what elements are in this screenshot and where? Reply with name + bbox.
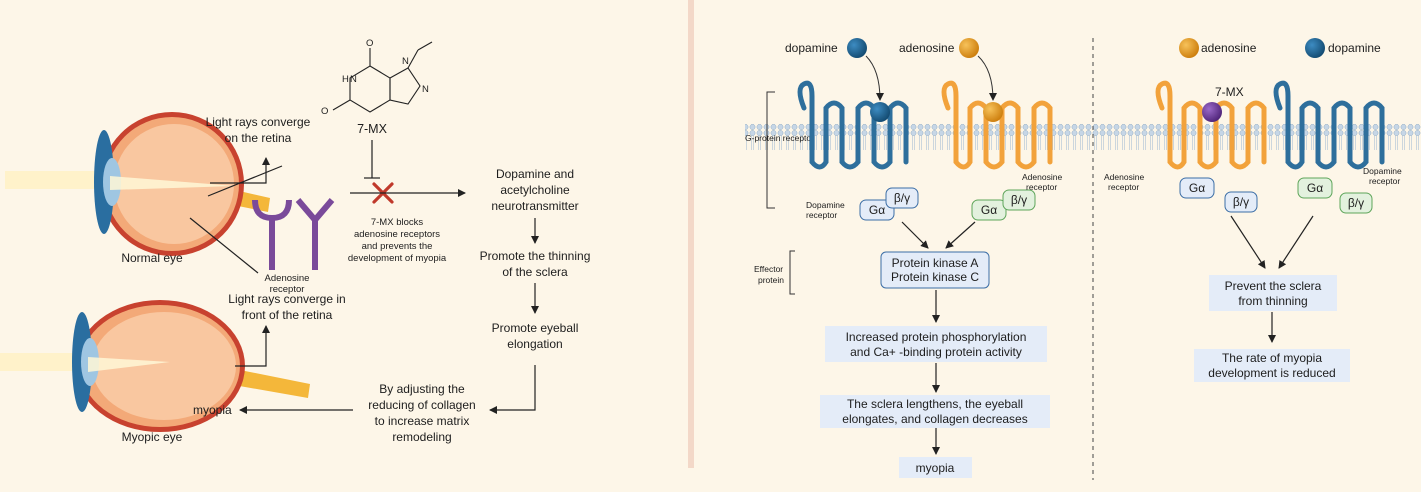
light-converge-retina-line2: on the retina xyxy=(225,131,292,145)
adenosine-receptor-middle xyxy=(941,80,1053,170)
flow-step4-line2: reducing of collagen xyxy=(368,398,475,412)
dopamine-ligand-icon-right xyxy=(1305,38,1325,58)
adenosine-ligand-icon xyxy=(959,38,979,58)
g-protein-adenosine-right xyxy=(1179,177,1258,213)
compound-label-right: 7-MX xyxy=(1215,85,1244,99)
sclera-box xyxy=(820,395,1050,428)
receptor-glyph-2 xyxy=(295,198,335,270)
myopia-label-left: myopia xyxy=(193,403,232,417)
kinase-line2: Protein kinase C xyxy=(891,270,979,284)
adenosine-receptor-mid-line1: Adenosine xyxy=(1022,172,1062,182)
7mx-molecule-atoms: O H N O N N xyxy=(321,38,429,117)
myopic-eye-label: Myopic eye xyxy=(122,430,183,444)
light-converge-retina-line1: Light rays converge xyxy=(206,115,311,129)
myopic-eye-illustration xyxy=(0,300,310,432)
adenosine-receptor-right xyxy=(1155,80,1267,170)
blocks-note-line3: and prevents the xyxy=(362,241,433,252)
g-alpha-adenosine: Gα xyxy=(981,203,997,217)
flow-step1-line3: neurotransmitter xyxy=(491,199,578,213)
dopamine-bound-icon xyxy=(870,102,890,122)
adenosine-bound-icon xyxy=(983,102,1003,122)
flow-step1-line2: acetylcholine xyxy=(500,183,570,197)
phosphorylation-line2: and Ca+ -binding protein activity xyxy=(850,345,1022,359)
adenosine-label: adenosine xyxy=(899,41,955,55)
sclera-line2: elongates, and collagen decreases xyxy=(842,412,1027,426)
sclera-line1: The sclera lengthens, the eyeball xyxy=(847,397,1023,411)
prevent-box xyxy=(1209,275,1337,311)
g-alpha-right-2: Gα xyxy=(1307,181,1323,195)
adenosine-ligand-icon-right xyxy=(1179,38,1199,58)
flow-step4-line4: remodeling xyxy=(392,430,451,444)
adenosine-receptor-line2: receptor xyxy=(270,284,305,295)
g-protein-adenosine xyxy=(971,189,1036,221)
flow-step4-line3: to increase matrix xyxy=(375,414,470,428)
panel-divider xyxy=(688,0,694,468)
prevent-line2: from thinning xyxy=(1238,294,1307,308)
dopamine-receptor-right-line2: receptor xyxy=(1369,176,1400,186)
kinase-line1: Protein kinase A xyxy=(892,256,979,270)
flow-step4-line1: By adjusting the xyxy=(379,382,465,396)
dopamine-label: dopamine xyxy=(785,41,838,55)
flow-step3-line1: Promote eyeball xyxy=(492,321,579,335)
svg-text:H: H xyxy=(342,74,349,85)
light-converge-front-line1: Light rays converge in xyxy=(228,292,345,306)
blocks-note-line4: development of myopia xyxy=(348,253,447,264)
rate-line1: The rate of myopia xyxy=(1222,351,1322,365)
g-protein-receptor-label: G-protein receptor xyxy=(745,133,814,143)
dopamine-receptor-line1: Dopamine xyxy=(806,200,845,210)
myopia-box xyxy=(899,457,972,478)
g-protein-dopamine xyxy=(859,187,919,221)
adenosine-label-right: adenosine xyxy=(1201,41,1257,55)
light-converge-front-line2: front of the retina xyxy=(242,308,333,322)
svg-text:N: N xyxy=(402,56,409,67)
phosphorylation-box xyxy=(825,326,1047,362)
effector-protein-line1: Effector xyxy=(754,264,783,274)
normal-eye-illustration xyxy=(5,112,270,256)
compound-label-left: 7-MX xyxy=(357,122,388,136)
adenosine-receptor-mid-line2: receptor xyxy=(1026,182,1057,192)
kinase-box xyxy=(880,251,990,289)
flow-step2-line1: Promote the thinning xyxy=(480,249,591,263)
adenosine-receptor-right-line1: Adenosine xyxy=(1104,172,1144,182)
rate-box xyxy=(1194,349,1350,382)
dopamine-receptor-middle xyxy=(797,80,909,170)
adenosine-receptor-glyph xyxy=(252,199,292,270)
effector-protein-line2: protein xyxy=(758,275,784,285)
svg-text:O: O xyxy=(366,38,373,49)
flow-step2-line2: of the sclera xyxy=(502,265,568,279)
flow-step1-line1: Dopamine and xyxy=(496,167,574,181)
dopamine-receptor-line2: receptor xyxy=(806,210,837,220)
adenosine-receptor-right-line2: receptor xyxy=(1108,182,1139,192)
adenosine-receptor-line1: Adenosine xyxy=(265,273,310,284)
blocks-note-line2: adenosine receptors xyxy=(354,229,440,240)
flow-step3-line2: elongation xyxy=(507,337,562,351)
beta-gamma-dopamine: β/γ xyxy=(894,191,910,205)
dopamine-receptor-right xyxy=(1273,80,1385,170)
normal-eye-label: Normal eye xyxy=(121,251,183,265)
myopia-label-middle: myopia xyxy=(916,461,955,475)
dopamine-ligand-icon xyxy=(847,38,867,58)
prevent-line1: Prevent the sclera xyxy=(1225,279,1322,293)
svg-text:O: O xyxy=(321,106,328,117)
7mx-molecule xyxy=(332,41,433,113)
beta-gamma-right-1: β/γ xyxy=(1233,195,1249,209)
beta-gamma-adenosine: β/γ xyxy=(1011,193,1027,207)
dopamine-label-right: dopamine xyxy=(1328,41,1381,55)
rate-line2: development is reduced xyxy=(1208,366,1335,380)
blocks-note-line1: 7-MX blocks xyxy=(371,217,424,228)
phosphorylation-line1: Increased protein phosphorylation xyxy=(846,330,1027,344)
dopamine-receptor-right-line1: Dopamine xyxy=(1363,166,1402,176)
g-protein-dopamine-right xyxy=(1297,177,1373,214)
svg-text:N: N xyxy=(350,74,357,85)
7mx-bound-icon xyxy=(1202,102,1222,122)
g-alpha-dopamine: Gα xyxy=(869,203,885,217)
svg-text:N: N xyxy=(422,84,429,95)
g-alpha-right-1: Gα xyxy=(1189,181,1205,195)
beta-gamma-right-2: β/γ xyxy=(1348,196,1364,210)
